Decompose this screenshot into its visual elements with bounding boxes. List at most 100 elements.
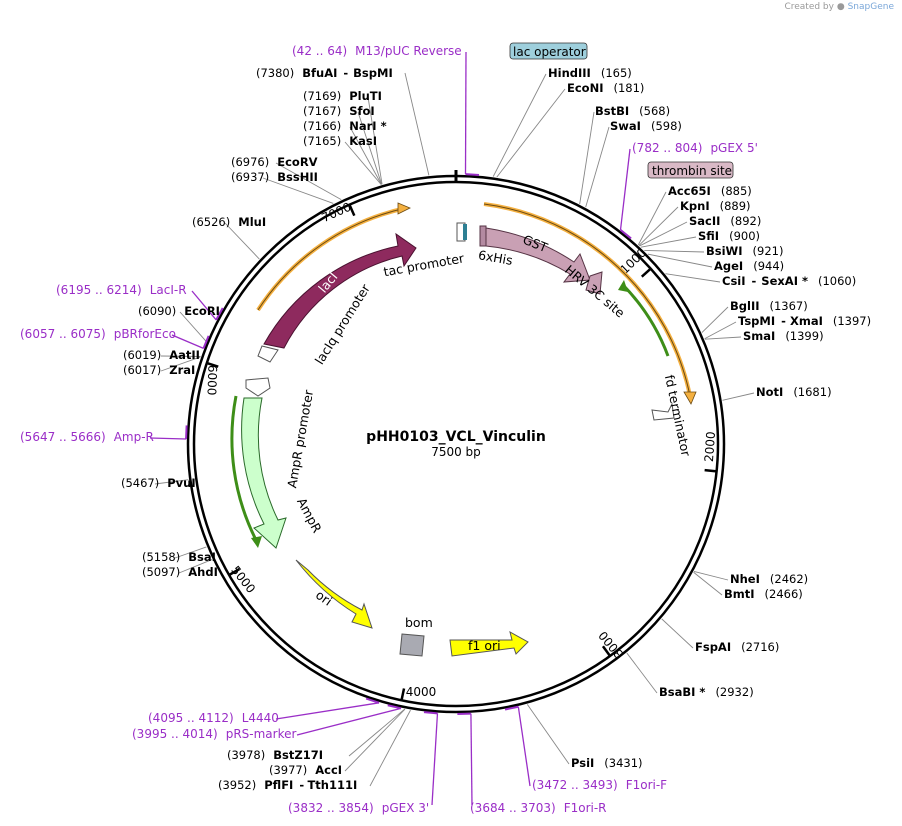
enzyme-kasi[interactable]: (7165)KasI bbox=[303, 134, 377, 148]
enzyme-agei[interactable]: AgeI(944) bbox=[714, 259, 784, 273]
enzyme-sacii[interactable]: SacII(892) bbox=[689, 214, 761, 228]
ampr_p-position: (5647 .. 5666) bbox=[20, 430, 106, 444]
enzyme-psii[interactable]: PsiI (3431) bbox=[571, 756, 643, 770]
tick-label-3000: 3000 bbox=[596, 628, 626, 660]
leader-tspmi bbox=[704, 321, 737, 340]
hrv-site-block bbox=[585, 271, 603, 295]
enzyme-aatii[interactable]: (6019)AatII bbox=[123, 348, 200, 362]
bstz17i-position: (3978) bbox=[227, 748, 265, 762]
enzyme-smai[interactable]: SmaI(1399) bbox=[743, 329, 824, 343]
enzyme-nari[interactable]: (7166)NarI * bbox=[303, 119, 387, 133]
enzyme-acc65i[interactable]: Acc65I(885) bbox=[668, 184, 752, 198]
primer-mark-m13 bbox=[465, 173, 480, 176]
enzyme-bfuai[interactable]: (7380)BfuAI-BspMI bbox=[256, 66, 393, 80]
leader-sfii bbox=[640, 236, 697, 248]
fd-terminator-arrow bbox=[651, 402, 675, 421]
primer-prs[interactable]: (3995 .. 4014)pRS-marker bbox=[132, 727, 296, 741]
bom-block bbox=[399, 633, 425, 657]
green-arc-left-head bbox=[251, 536, 262, 548]
psii-name: PsiI bbox=[571, 756, 594, 770]
pgex5-name: pGEX 5' bbox=[710, 141, 757, 155]
tick-label-6000: 6000 bbox=[204, 365, 219, 396]
enzyme-ahdi[interactable]: (5097)AhdI bbox=[142, 565, 218, 579]
primer-f1ori_f[interactable]: (3472 .. 3493)F1ori-F bbox=[532, 778, 667, 792]
laci-arrow bbox=[263, 232, 417, 349]
bglii-position: (1367) bbox=[770, 299, 808, 313]
leader-plut1 bbox=[367, 96, 383, 185]
enzyme-ecorv[interactable]: (6976)EcoRV bbox=[231, 155, 318, 169]
enzyme-hindiii[interactable]: HindIII(165) bbox=[548, 66, 632, 80]
primer-ampr_p[interactable]: (5647 .. 5666)Amp-R bbox=[20, 430, 154, 444]
pvui-name: PvuI bbox=[167, 476, 195, 490]
enzyme-bmti[interactable]: BmtI(2466) bbox=[724, 587, 803, 601]
csii-name: CsiI bbox=[722, 274, 746, 288]
enzyme-bsabi[interactable]: BsaBI *(2932) bbox=[659, 685, 754, 699]
enzyme-mlui[interactable]: (6526)MluI bbox=[192, 215, 266, 229]
enzyme-bstz17i[interactable]: (3978)BstZ17I bbox=[227, 748, 323, 762]
enzyme-nhei[interactable]: NheI(2462) bbox=[730, 572, 808, 586]
enzyme-swai[interactable]: SwaI(598) bbox=[610, 119, 682, 133]
enzyme-sfii[interactable]: SfiI(900) bbox=[698, 229, 760, 243]
noti-position: (1681) bbox=[793, 385, 831, 399]
enzyme-kpni[interactable]: KpnI (889) bbox=[680, 199, 751, 213]
noti-name: NotI bbox=[756, 385, 783, 399]
enzyme-noti[interactable]: NotI (1681) bbox=[756, 385, 832, 399]
laciq-promoter-arrow bbox=[257, 345, 279, 363]
credit-brand: SnapGene bbox=[847, 2, 894, 12]
primer-pbrfor[interactable]: (6057 .. 6075)pBRforEco bbox=[20, 327, 176, 341]
enzyme-bstbi[interactable]: BstBI(568) bbox=[595, 104, 670, 118]
enzyme-pflfi[interactable]: (3952)PflFI-Tth111I bbox=[218, 778, 357, 792]
enzyme-acci[interactable]: (3977)AccI bbox=[269, 763, 342, 777]
leader-ampr_p bbox=[149, 437, 187, 440]
primer-f1ori_r[interactable]: (3684 .. 3703)F1ori-R bbox=[470, 801, 607, 815]
primer-l4440[interactable]: (4095 .. 4112)L4440 bbox=[148, 711, 279, 725]
enzyme-pvui[interactable]: (5467)PvuI bbox=[121, 476, 196, 490]
acc65i-position: (885) bbox=[721, 184, 752, 198]
plut1-name: PluTI bbox=[349, 89, 382, 103]
hindiii-name: HindIII bbox=[548, 66, 591, 80]
tick-mark-6000 bbox=[207, 362, 219, 368]
leader-agei bbox=[647, 253, 713, 268]
leader-pvui bbox=[154, 479, 189, 485]
enzyme-csii[interactable]: CsiI-SexAI *(1060) bbox=[722, 274, 856, 288]
kpni-name: KpnI bbox=[680, 199, 710, 213]
primer-pgex5[interactable]: (782 .. 804)pGEX 5' bbox=[632, 141, 758, 155]
leader-sfoi bbox=[357, 111, 383, 185]
enzyme-bsshii[interactable]: (6937)BssHII bbox=[231, 170, 318, 184]
zrai-name: ZraI bbox=[169, 363, 195, 377]
ampr-label: AmpR bbox=[294, 495, 325, 535]
bfuai-name2: BspMI bbox=[353, 66, 393, 80]
enzyme-ecori[interactable]: (6090)EcoRI bbox=[138, 304, 220, 318]
smai-name: SmaI bbox=[743, 329, 775, 343]
kasi-position: (7165) bbox=[303, 134, 341, 148]
primer-m13[interactable]: (42 .. 64)M13/pUC Reverse bbox=[292, 44, 462, 58]
kpni-position: (889) bbox=[720, 199, 751, 213]
aatii-name: AatII bbox=[169, 348, 200, 362]
primer-laci_r[interactable]: (6195 .. 6214)LacI-R bbox=[56, 283, 187, 297]
psii-position: (3431) bbox=[604, 756, 642, 770]
enzyme-zrai[interactable]: (6017)ZraI bbox=[123, 363, 195, 377]
enzyme-bsiwi[interactable]: BsiWI(921) bbox=[706, 244, 783, 258]
enzyme-econi[interactable]: EcoNI(181) bbox=[567, 81, 644, 95]
f1ori_r-position: (3684 .. 3703) bbox=[470, 801, 556, 815]
leader-ecori bbox=[179, 311, 207, 342]
bsabi-position: (2932) bbox=[715, 685, 753, 699]
leader-kasi bbox=[344, 141, 382, 185]
enzyme-plut1[interactable]: (7169)PluTI bbox=[303, 89, 382, 103]
leader-pgex3 bbox=[431, 713, 439, 806]
sfoi-name: SfoI bbox=[349, 104, 374, 118]
leader-ahdi bbox=[178, 559, 213, 574]
enzyme-bglii[interactable]: BglII(1367) bbox=[730, 299, 808, 313]
agei-position: (944) bbox=[753, 259, 784, 273]
swai-position: (598) bbox=[651, 119, 682, 133]
enzyme-bsai[interactable]: (5158)BsaI bbox=[142, 550, 216, 564]
enzyme-sfoi[interactable]: (7167)SfoI bbox=[303, 104, 375, 118]
ampr-promoter-arrow bbox=[245, 377, 271, 397]
nari-position: (7166) bbox=[303, 119, 341, 133]
primer-pgex3[interactable]: (3832 .. 3854)pGEX 3' bbox=[288, 801, 429, 815]
enzyme-fspai[interactable]: FspAI(2716) bbox=[695, 640, 779, 654]
enzyme-tspmi[interactable]: TspMI-XmaI(1397) bbox=[738, 314, 871, 328]
leader-l4440 bbox=[275, 702, 380, 720]
snapgene-credit: Created by ● SnapGene bbox=[784, 2, 894, 12]
bsiwi-name: BsiWI bbox=[706, 244, 743, 258]
